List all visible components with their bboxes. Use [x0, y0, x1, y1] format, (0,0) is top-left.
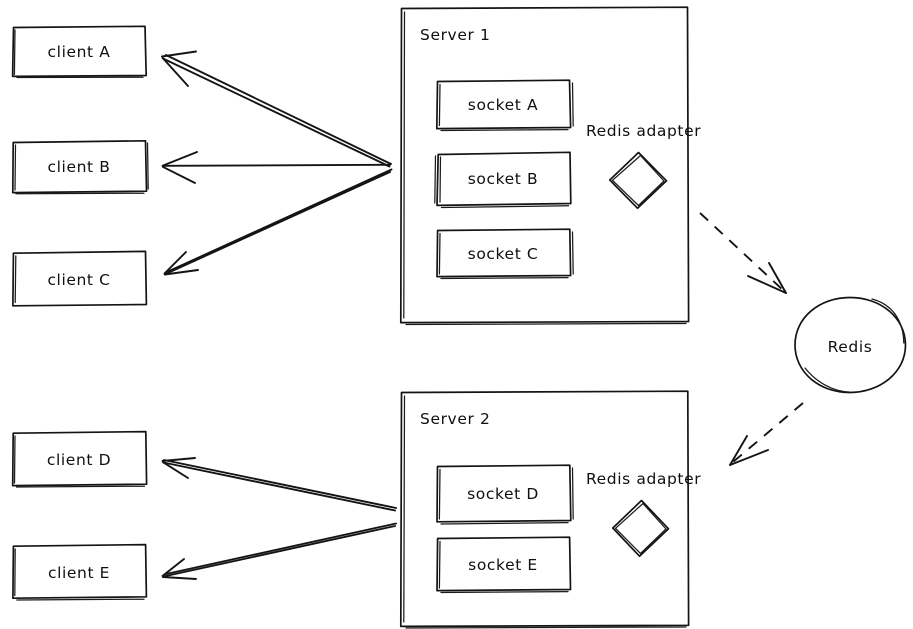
socket-a-box — [435, 79, 572, 130]
socket-b-box — [436, 151, 572, 207]
socket-d-label: socket D — [467, 485, 539, 503]
client-d-box — [11, 430, 148, 487]
server-1-label: Server 1 — [420, 26, 490, 44]
server-2-adapter-label: Redis adapter — [586, 470, 701, 488]
client-e-label: client E — [48, 564, 110, 582]
client-a-label: client A — [48, 43, 111, 61]
socket-d-box-shadow — [438, 467, 574, 525]
client-a-box — [11, 25, 148, 78]
redis-circle-shadow — [804, 298, 905, 393]
conn-server1-clientb — [161, 151, 391, 184]
conn-server1-clienta — [161, 50, 392, 168]
socket-c-box — [436, 228, 572, 278]
redis-label: Redis — [828, 338, 873, 356]
client-d-box-shadow — [13, 435, 146, 488]
client-b-box — [11, 139, 148, 194]
server-2-adapter-diamond[interactable] — [611, 499, 670, 558]
redis-node[interactable]: Redis — [794, 296, 907, 394]
socket-c-label: socket C — [468, 245, 539, 263]
server-1-adapter-diamond-shape — [608, 151, 668, 210]
conn-server1-clientc — [163, 168, 393, 276]
socket-a-box-shadow — [438, 82, 574, 132]
conn-server2-clientd — [161, 457, 397, 512]
server-1-adapter-diamond-inner — [611, 154, 665, 207]
server-2-adapter-diamond-inner — [614, 502, 667, 555]
conn-redis-adapter2 — [729, 402, 804, 466]
socket-b-box-shadow — [434, 155, 570, 209]
client-e-node[interactable]: client E — [12, 543, 148, 601]
client-c-box-shadow — [14, 255, 17, 304]
socket-e-box-shadow — [438, 540, 569, 594]
server-1-adapter-diamond[interactable] — [608, 151, 668, 210]
socket-e-box — [436, 536, 572, 592]
server-2-box-shadow — [403, 395, 687, 629]
socket-a-node[interactable]: socket A — [435, 79, 574, 132]
conn-adapter1-redis — [699, 212, 787, 294]
socket-d-node[interactable]: socket D — [436, 464, 574, 525]
client-e-box-shadow — [14, 548, 145, 601]
client-d-label: client D — [47, 451, 111, 469]
client-c-label: client C — [47, 271, 110, 289]
client-c-box — [12, 250, 148, 307]
server-2-label: Server 2 — [420, 410, 490, 428]
server-1-box-shadow — [403, 11, 687, 326]
client-b-node[interactable]: client B — [11, 139, 149, 195]
client-d-node[interactable]: client D — [11, 430, 148, 488]
socket-b-label: socket B — [468, 170, 538, 188]
socket-d-box — [436, 464, 572, 523]
conn-server2-cliente — [161, 522, 397, 580]
client-e-box — [12, 543, 148, 600]
client-a-node[interactable]: client A — [11, 25, 148, 79]
server-2-node[interactable]: Server 2 socket D socket E Redis adapter — [399, 390, 701, 629]
socket-c-box-shadow — [438, 231, 574, 280]
server-1-node[interactable]: Server 1 socket A socket B socket C Redi… — [399, 6, 701, 326]
client-c-node[interactable]: client C — [12, 250, 148, 307]
server-1-adapter-label: Redis adapter — [586, 122, 701, 140]
socket-e-node[interactable]: socket E — [436, 536, 572, 594]
client-a-box-shadow — [13, 29, 144, 79]
client-b-label: client B — [48, 158, 111, 176]
socket-b-node[interactable]: socket B — [434, 151, 572, 209]
socket-e-label: socket E — [468, 556, 538, 574]
server-2-adapter-diamond-shape — [611, 499, 670, 558]
client-b-box-shadow — [14, 142, 149, 195]
socket-c-node[interactable]: socket C — [436, 228, 574, 280]
socket-a-label: socket A — [468, 96, 538, 114]
